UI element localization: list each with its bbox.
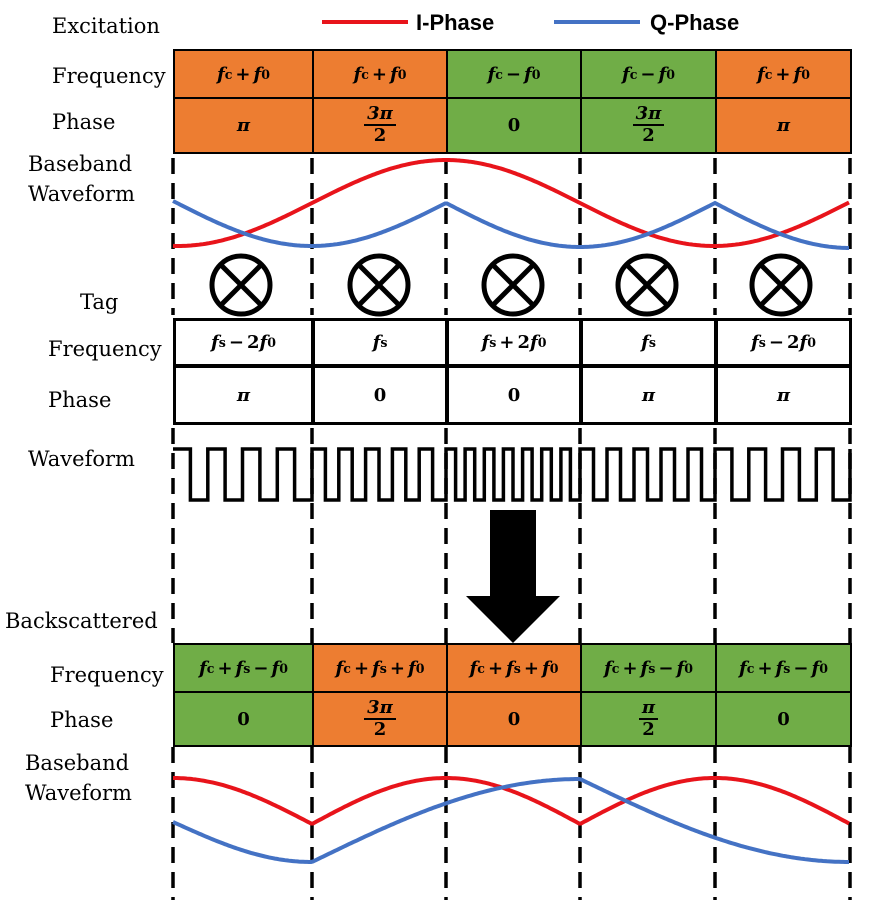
tag-phase-cell-3: 0: [446, 365, 582, 425]
tag-frequency-label: Frequency: [48, 337, 162, 361]
legend-q-phase-label: Q-Phase: [650, 10, 740, 35]
exc-phase-cell-1: π: [173, 97, 314, 154]
mixer-icon-1: [209, 253, 273, 317]
bs-phase-cell-1: 0: [173, 691, 314, 747]
exc-phase-cell-3: 0: [446, 97, 582, 154]
tag-phase-label: Phase: [48, 388, 112, 412]
backscattered-baseband-label-line1: Baseband: [25, 751, 130, 775]
tag-phase-cell-1: π: [173, 365, 314, 425]
legend-i-phase-label: I-Phase: [416, 10, 495, 35]
backscattered-baseband-label-line2: Waveform: [25, 781, 132, 805]
excitation-frequency-label: Frequency: [52, 64, 166, 88]
backscattered-label: Backscattered: [5, 609, 158, 633]
excitation-phase-label: Phase: [52, 110, 116, 134]
excitation-i-phase-wave: [172, 158, 850, 248]
tag-label: Tag: [80, 290, 119, 314]
backscattered-phase-label: Phase: [50, 708, 114, 732]
mixer-symbols: [209, 253, 813, 317]
backscattered-i-phase-wave: [173, 776, 850, 826]
tag-phase-cell-4: π: [580, 365, 717, 425]
backscattered-q-phase-wave: [172, 777, 849, 864]
tag-waveform-label: Waveform: [28, 447, 135, 471]
excitation-baseband-label-line1: Baseband: [28, 152, 133, 176]
mixer-icon-5: [749, 253, 813, 317]
mixer-icon-4: [615, 253, 679, 317]
down-arrow-icon: [466, 510, 560, 643]
backscattered-frequency-label: Frequency: [50, 663, 164, 687]
tag-phase-cell-5: π: [715, 365, 852, 425]
mixer-icon-3: [481, 253, 545, 317]
excitation-baseband-label-line2: Waveform: [28, 182, 135, 206]
exc-phase-cell-5: π: [715, 97, 852, 154]
mixer-icon-2: [347, 253, 411, 317]
bs-phase-cell-5: 0: [715, 691, 852, 747]
excitation-label: Excitation: [52, 14, 160, 38]
bs-phase-cell-3: 0: [446, 691, 582, 747]
excitation-q-phase-wave: [172, 199, 849, 250]
tag-square-waveform: [173, 447, 852, 502]
